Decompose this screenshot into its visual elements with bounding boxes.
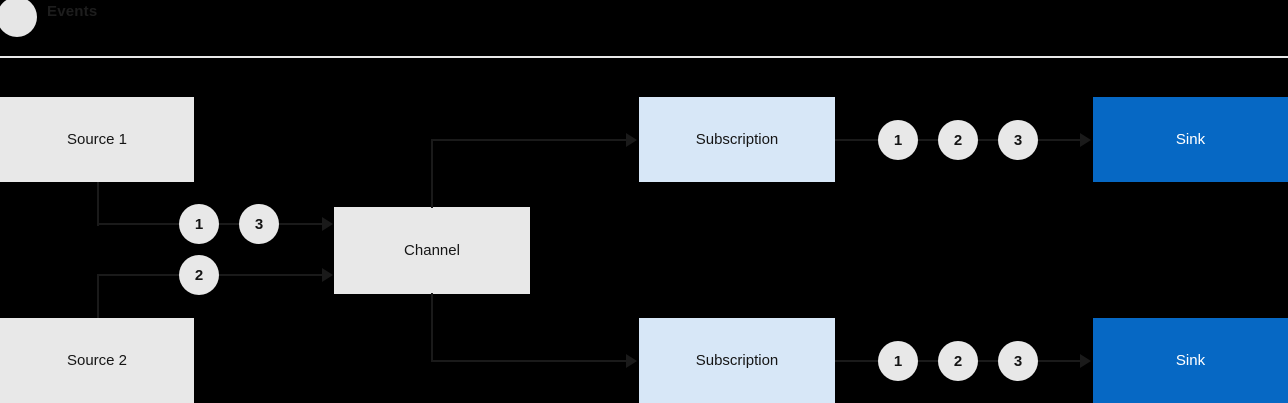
token-subscription-top-event-1: 1 [878, 120, 918, 160]
wire-source2-up [97, 274, 99, 318]
token-subscription-top-event-2: 2 [938, 120, 978, 160]
arrow-head-sink-bottom-input [1080, 354, 1091, 368]
token-source1-event-3: 3 [239, 204, 279, 244]
token-source2-event-2: 2 [179, 255, 219, 295]
header-divider [0, 56, 1288, 58]
node-source-1[interactable]: Source 1 [0, 97, 194, 182]
arrow-head-sink-top-input [1080, 133, 1091, 147]
node-subscription-top[interactable]: Subscription [639, 97, 835, 182]
node-subscription-bottom[interactable]: Subscription [639, 318, 835, 403]
arrow-head-subscription-top-input [626, 133, 637, 147]
legend-label: Events [47, 3, 98, 20]
token-subscription-bottom-event-1: 1 [878, 341, 918, 381]
token-subscription-bottom-event-3: 3 [998, 341, 1038, 381]
wire-channel-to-subscription-bottom [431, 360, 627, 362]
wire-source1-down [97, 182, 99, 226]
arrow-head-channel-top-input [322, 217, 333, 231]
arrow-head-channel-bottom-input [322, 268, 333, 282]
arrow-head-subscription-bottom-input [626, 354, 637, 368]
wire-channel-down [431, 293, 433, 362]
event-dot-icon [0, 0, 37, 37]
node-sink-top[interactable]: Sink [1093, 97, 1288, 182]
token-source1-event-1: 1 [179, 204, 219, 244]
token-subscription-top-event-3: 3 [998, 120, 1038, 160]
wire-channel-up [431, 139, 433, 208]
node-source-2[interactable]: Source 2 [0, 318, 194, 403]
node-channel[interactable]: Channel [334, 207, 530, 294]
wire-channel-to-subscription-top [431, 139, 627, 141]
token-subscription-bottom-event-2: 2 [938, 341, 978, 381]
node-sink-bottom[interactable]: Sink [1093, 318, 1288, 403]
legend: Events [0, 0, 237, 37]
